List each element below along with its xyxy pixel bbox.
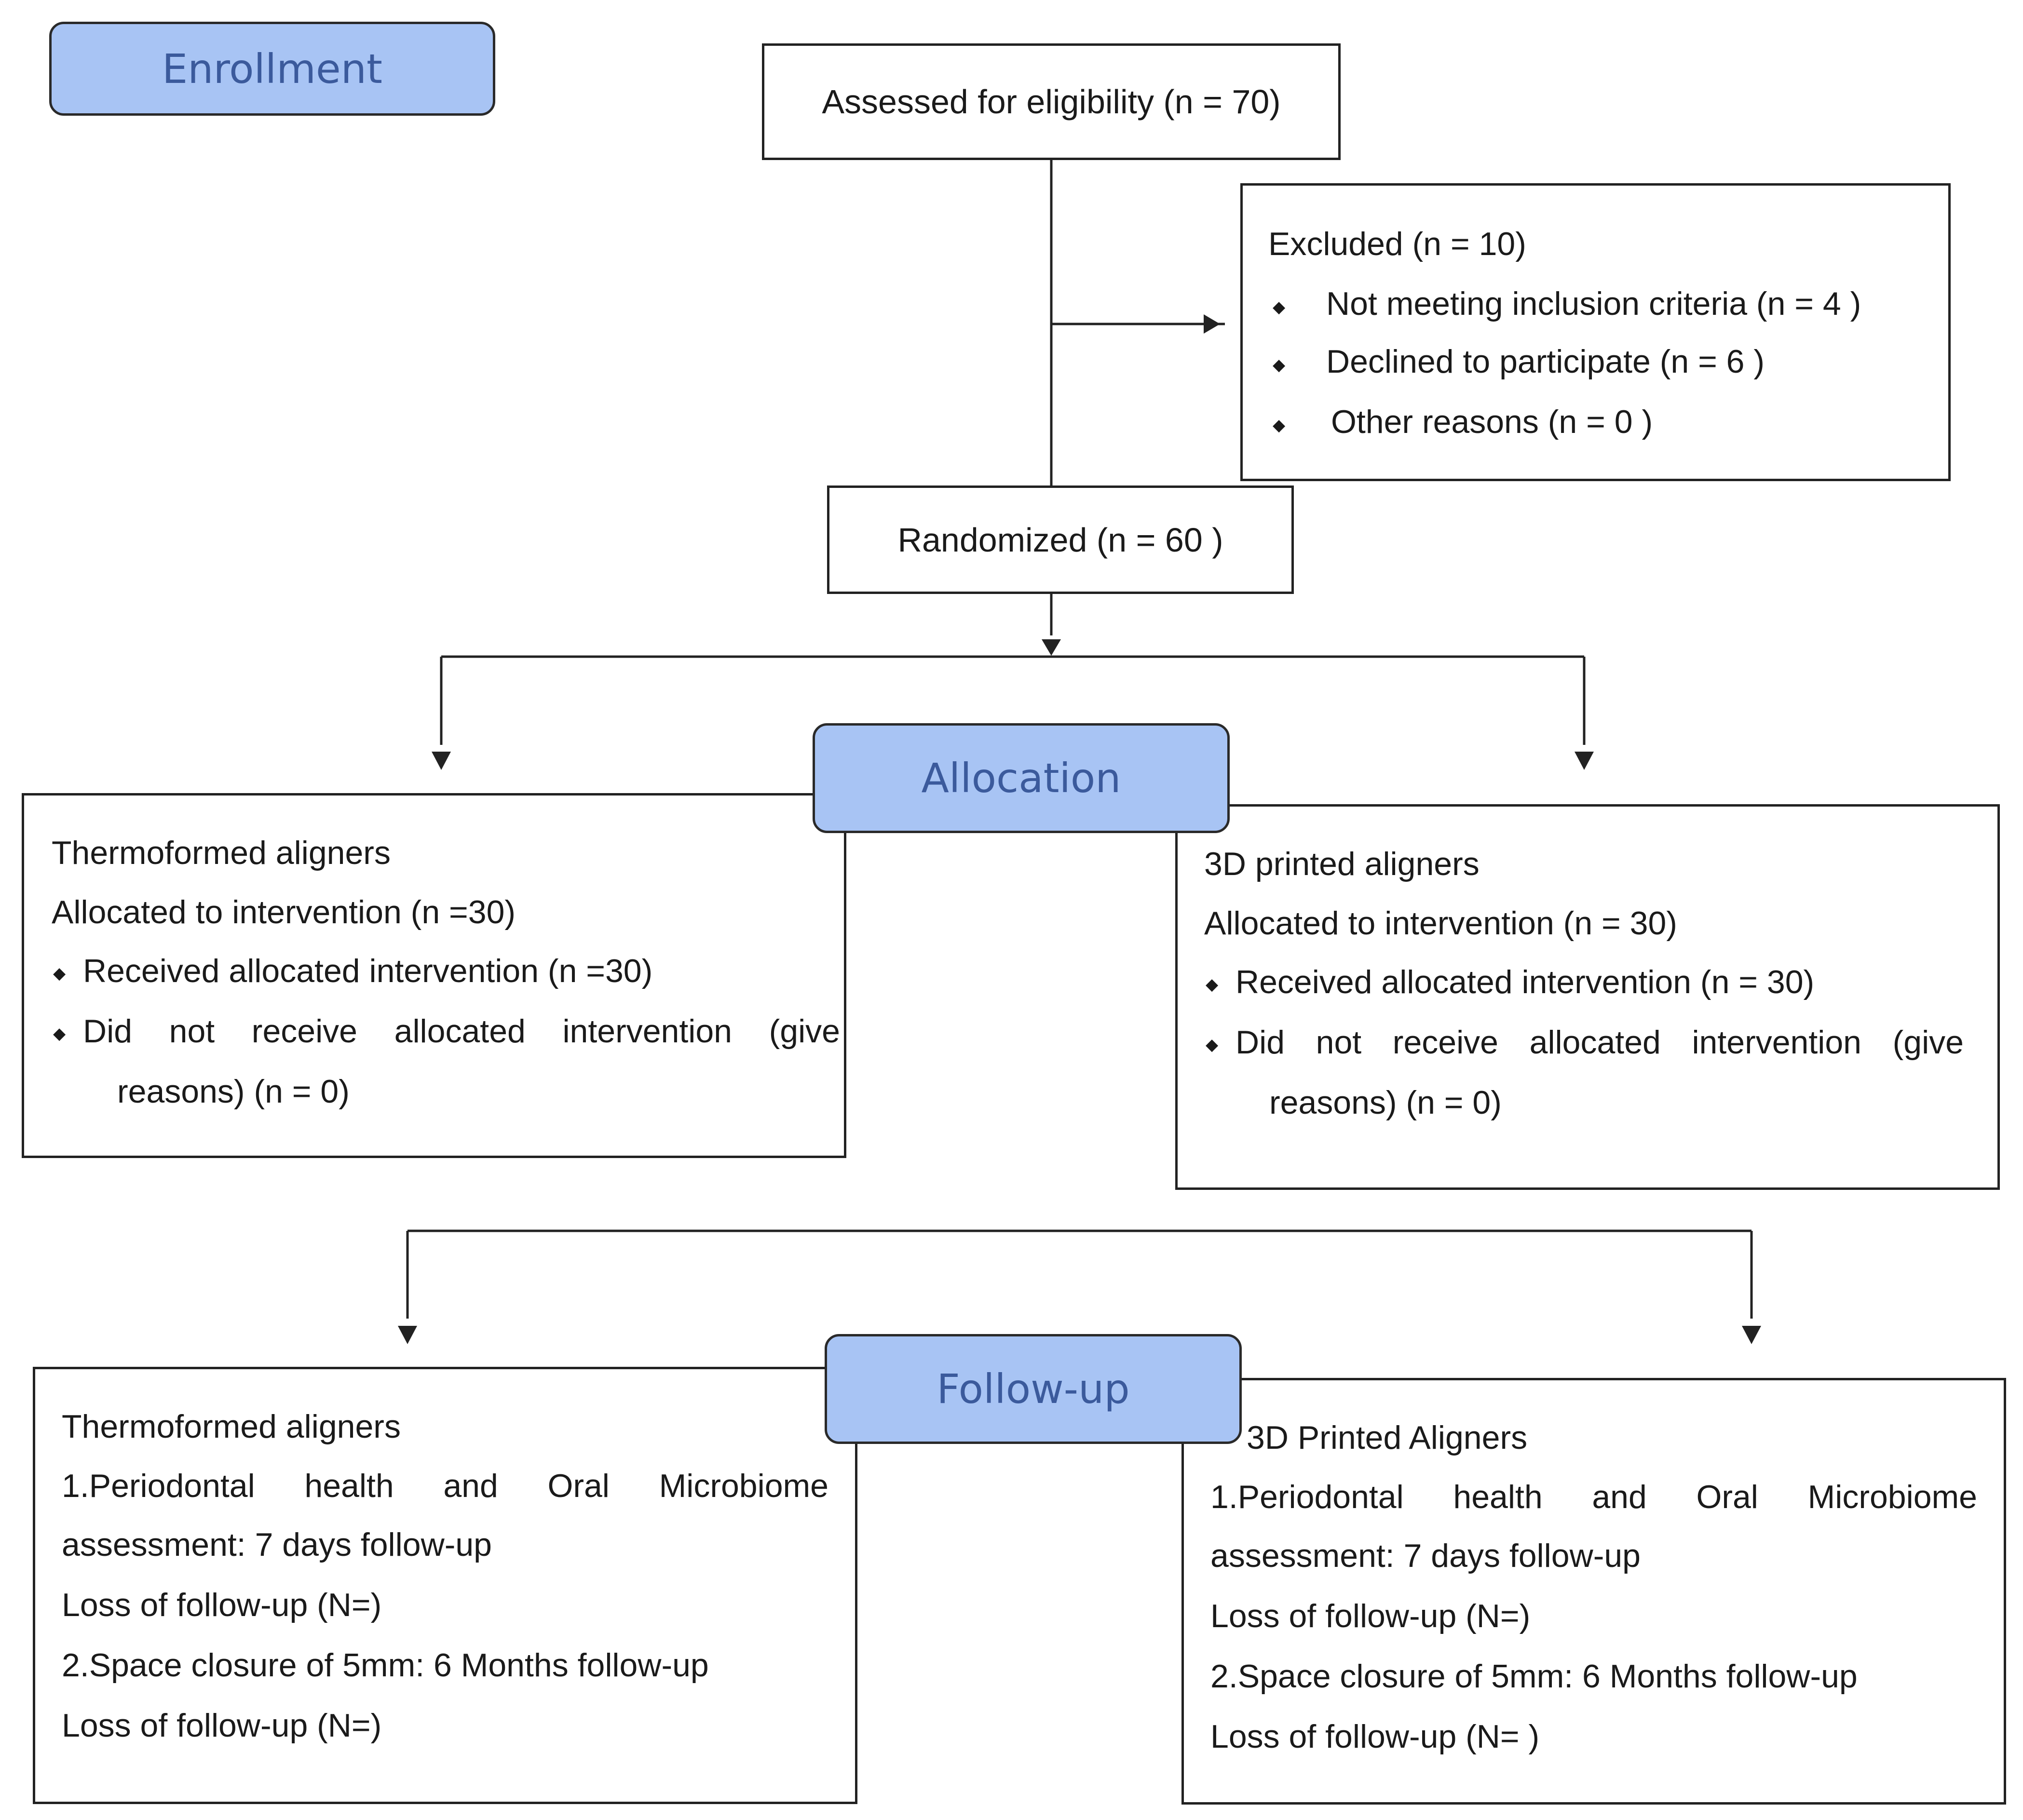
word: allocated	[1529, 1024, 1661, 1061]
followup-left-loss1: Loss of follow-up (N=)	[62, 1587, 382, 1623]
word: health	[304, 1468, 394, 1504]
excluded-item: Other reasons (n = 0 )	[1331, 404, 1653, 440]
word: allocated	[394, 1013, 526, 1050]
allocation-right-not-received-cont: reasons) (n = 0)	[1269, 1084, 1502, 1121]
word: Did	[1236, 1024, 1285, 1061]
stage-enrollment: Enrollment	[49, 22, 495, 116]
stage-allocation: Allocation	[813, 723, 1230, 833]
bullet-icon: ◆	[1273, 416, 1286, 434]
word: and	[443, 1468, 498, 1504]
word: receive	[1392, 1024, 1499, 1061]
followup-left-item1: 1.Periodontal health and Oral Microbiome	[62, 1469, 828, 1502]
arrow-to-excluded	[1204, 314, 1220, 334]
followup-left-item1-cont: assessment: 7 days follow-up	[62, 1526, 492, 1563]
word: not	[169, 1013, 215, 1050]
allocation-left-title: Thermoformed aligners	[52, 835, 391, 871]
allocation-right-title: 3D printed aligners	[1204, 846, 1480, 882]
stage-followup: Follow-up	[825, 1334, 1242, 1444]
followup-right-loss2: Loss of follow-up (N= )	[1210, 1718, 1540, 1755]
word: Microbiome	[1807, 1479, 1977, 1515]
word: and	[1592, 1479, 1647, 1515]
word: health	[1453, 1479, 1543, 1515]
followup-right-box: 3D Printed Aligners 1.Periodontal health…	[1181, 1378, 2006, 1805]
allocation-left-not-received: Did not receive allocated intervention (…	[83, 1015, 840, 1048]
word: 1.Periodontal	[1210, 1479, 1404, 1515]
assessed-text: Assessed for eligibility (n = 70)	[822, 83, 1281, 121]
excluded-item: Not meeting inclusion criteria (n = 4 )	[1326, 285, 1861, 322]
word: intervention	[1692, 1024, 1861, 1061]
followup-left-box: Thermoformed aligners 1.Periodontal heal…	[33, 1367, 857, 1804]
word: Oral	[1696, 1479, 1758, 1515]
followup-right-title: 3D Printed Aligners	[1247, 1419, 1528, 1456]
allocation-left-not-received-cont: reasons) (n = 0)	[117, 1073, 350, 1110]
excluded-title: Excluded (n = 10)	[1268, 226, 1526, 262]
arrow-allocation-right	[1575, 752, 1594, 770]
randomized-box: Randomized (n = 60 )	[827, 485, 1294, 594]
allocation-left-box: Thermoformed aligners Allocated to inter…	[22, 793, 846, 1158]
stage-enrollment-label: Enrollment	[162, 45, 382, 93]
followup-left-loss2: Loss of follow-up (N=)	[62, 1707, 382, 1744]
arrow-allocation-left	[432, 752, 451, 770]
allocation-left-received: Received allocated intervention (n =30)	[83, 953, 653, 989]
followup-right-item2: 2.Space closure of 5mm: 6 Months follow-…	[1210, 1658, 1858, 1695]
bullet-icon: ◆	[1273, 356, 1286, 374]
bullet-icon: ◆	[1273, 298, 1286, 316]
followup-right-item1-cont: assessment: 7 days follow-up	[1210, 1537, 1641, 1574]
allocation-left-allocated: Allocated to intervention (n =30)	[52, 894, 516, 930]
word: receive	[251, 1013, 358, 1050]
word: Did	[83, 1013, 133, 1050]
allocation-right-not-received: Did not receive allocated intervention (…	[1236, 1026, 1964, 1059]
allocation-right-received: Received allocated intervention (n = 30)	[1236, 964, 1815, 1000]
word: Oral	[547, 1468, 610, 1504]
excluded-item: Declined to participate (n = 6 )	[1326, 343, 1765, 380]
followup-right-item1: 1.Periodontal health and Oral Microbiome	[1210, 1481, 1977, 1513]
bullet-icon: ◆	[1206, 1036, 1219, 1054]
stage-allocation-label: Allocation	[921, 755, 1121, 802]
followup-left-title: Thermoformed aligners	[62, 1408, 401, 1445]
allocation-right-allocated: Allocated to intervention (n = 30)	[1204, 905, 1677, 942]
word: Microbiome	[659, 1468, 828, 1504]
word: (give	[1892, 1024, 1964, 1061]
word: (give	[769, 1013, 840, 1050]
bullet-icon: ◆	[53, 964, 66, 983]
bullet-icon: ◆	[53, 1025, 66, 1043]
arrow-randomized-down	[1042, 639, 1061, 656]
word: intervention	[562, 1013, 732, 1050]
word: 1.Periodontal	[62, 1468, 255, 1504]
assessed-box: Assessed for eligibility (n = 70)	[762, 43, 1341, 160]
word: not	[1316, 1024, 1362, 1061]
arrow-followup-left	[398, 1326, 417, 1344]
followup-right-loss1: Loss of follow-up (N=)	[1210, 1598, 1531, 1634]
bullet-icon: ◆	[1206, 975, 1219, 994]
stage-followup-label: Follow-up	[937, 1365, 1130, 1413]
randomized-text: Randomized (n = 60 )	[897, 521, 1223, 559]
arrow-followup-right	[1742, 1326, 1761, 1344]
excluded-box: Excluded (n = 10) ◆ Not meeting inclusio…	[1240, 183, 1951, 481]
allocation-right-box: 3D printed aligners Allocated to interve…	[1175, 804, 2000, 1190]
followup-left-item2: 2.Space closure of 5mm: 6 Months follow-…	[62, 1647, 709, 1684]
